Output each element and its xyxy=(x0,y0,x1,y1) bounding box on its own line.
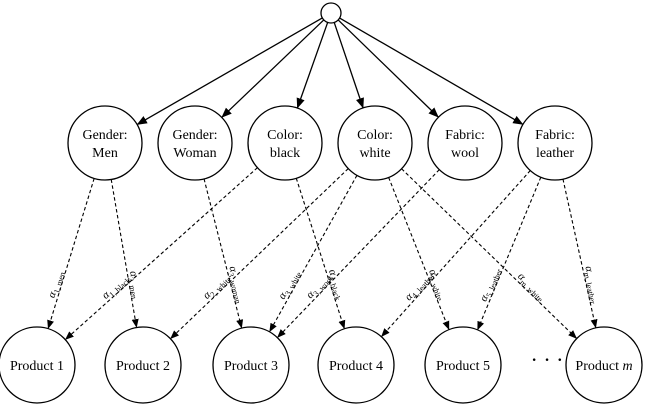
product-node-product-5: Product 5 xyxy=(424,326,502,404)
attribute-label-line: black xyxy=(270,146,300,161)
weight-edge-gender-men-product-1 xyxy=(47,178,95,330)
product-node-product-2: Product 2 xyxy=(104,326,182,404)
product-circle xyxy=(212,326,290,404)
root-edge-fabric-wool xyxy=(337,19,439,118)
weight-label: α5, leather xyxy=(478,265,505,304)
product-node-product-1: Product 1 xyxy=(0,326,76,404)
root-edge-color-white xyxy=(333,22,364,109)
root-edges xyxy=(136,17,524,125)
weight-subscript: 5, leather xyxy=(484,267,504,298)
weight-symbol: α xyxy=(478,293,491,303)
weight-edge-fabric-leather-product-m xyxy=(562,179,598,329)
product-circle xyxy=(565,326,643,404)
product-circle xyxy=(0,326,76,404)
weight-symbol: α xyxy=(426,268,439,278)
weight-subscript: m, white xyxy=(518,278,545,304)
product-label: Product 4 xyxy=(329,359,383,374)
weight-edge-color-black-product-4 xyxy=(295,178,346,330)
attribute-node-color-black: Color: black xyxy=(247,105,323,181)
attribute-label-line: Men xyxy=(92,146,118,161)
weight-edge-gender-men-product-2 xyxy=(110,179,139,328)
attribute-label-line: leather xyxy=(536,146,574,161)
weight-label: αm, white xyxy=(514,270,548,304)
product-label: Product 5 xyxy=(436,359,490,374)
weight-symbol: α xyxy=(582,265,595,273)
attribute-circle xyxy=(517,105,593,181)
weight-symbol: α xyxy=(227,265,240,274)
product-circle xyxy=(317,326,395,404)
weight-label: α1, men xyxy=(46,270,67,300)
weight-edge-fabric-wool-product-3 xyxy=(277,169,440,338)
attribute-node-fabric-wool: Fabric: wool xyxy=(427,105,503,181)
attribute-node-gender-men: Gender: Men xyxy=(67,105,143,181)
weight-edge-color-black-product-1 xyxy=(65,167,258,340)
weight-edges xyxy=(47,167,598,340)
weight-edge-fabric-leather-product-5 xyxy=(477,176,542,331)
weight-edge-gender-woman-product-3 xyxy=(203,178,244,329)
attribute-label-line: Fabric: xyxy=(445,128,485,143)
attribute-circle xyxy=(247,105,323,181)
weight-subscript: 4, black xyxy=(326,275,342,302)
root-node xyxy=(320,2,342,24)
weight-label: αm, leather xyxy=(580,265,602,305)
root-edge-gender-woman xyxy=(221,19,325,118)
weight-edge-color-white-product-5 xyxy=(388,177,450,331)
product-node-product-4: Product 4 xyxy=(317,326,395,404)
weight-subscript: 5, white xyxy=(426,275,444,303)
weight-subscript: m, leather xyxy=(582,272,598,305)
product-label: Product 1 xyxy=(10,359,64,374)
attribute-label-line: Color: xyxy=(357,128,393,143)
weight-subscript: 2, men xyxy=(126,277,139,300)
weight-symbol: α xyxy=(46,290,59,299)
weight-subscript: 3, woman xyxy=(226,272,242,305)
weight-edge-color-white-product-m xyxy=(401,168,577,339)
attribute-label-line: Gender: xyxy=(82,128,127,143)
attribute-circle xyxy=(427,105,503,181)
product-label: Product m xyxy=(575,359,632,374)
attribute-circle xyxy=(67,105,143,181)
product-label: Product 2 xyxy=(116,359,170,374)
attribute-circle xyxy=(337,105,413,181)
attribute-label-line: Woman xyxy=(173,146,216,161)
root-edge-color-black xyxy=(296,22,329,109)
product-circle xyxy=(104,326,182,404)
weight-label: α2, men xyxy=(125,270,143,300)
attribute-label-line: wool xyxy=(451,146,479,161)
root-edge-fabric-leather xyxy=(339,17,524,125)
attribute-node-gender-woman: Gender: Woman xyxy=(157,105,233,181)
attribute-label-line: Gender: xyxy=(172,128,217,143)
weight-label: α3, white xyxy=(276,268,304,303)
weight-subscript: 3, white xyxy=(283,270,304,297)
weight-symbol: α xyxy=(326,268,339,277)
weight-edge-fabric-leather-product-4 xyxy=(381,170,531,337)
weight-edge-color-white-product-3 xyxy=(269,175,358,333)
attribute-node-fabric-leather: Fabric: leather xyxy=(517,105,593,181)
product-node-product-3: Product 3 xyxy=(212,326,290,404)
attribute-node-color-white: Color: white xyxy=(337,105,413,181)
attribute-label-line: Color: xyxy=(267,128,303,143)
attribute-circle xyxy=(157,105,233,181)
weight-symbol: α xyxy=(127,270,140,278)
product-circle xyxy=(424,326,502,404)
product-node-product-m: Product m xyxy=(565,326,643,404)
ellipsis: · · · xyxy=(531,347,564,372)
weight-edge-color-white-product-2 xyxy=(170,168,349,339)
nodes: Gender: Men Gender: Woman Color: black Color: w… xyxy=(0,2,643,404)
attribute-label-line: Fabric: xyxy=(535,128,575,143)
weight-subscript: 1, men xyxy=(52,271,67,294)
weight-symbol: α xyxy=(276,290,289,301)
product-label: Product 3 xyxy=(224,359,278,374)
root-edge-gender-men xyxy=(136,17,323,125)
attribute-label-line: white xyxy=(359,146,390,161)
